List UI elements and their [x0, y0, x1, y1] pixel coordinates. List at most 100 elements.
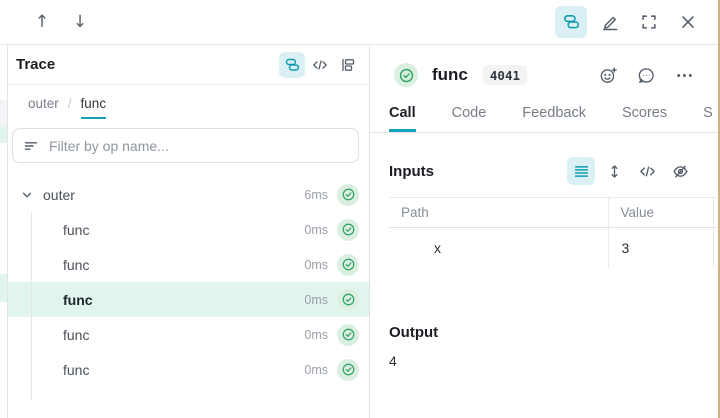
op-name-label: func [63, 221, 90, 238]
column-edge [712, 197, 716, 228]
call-tabs: Call Code Feedback Scores S [370, 99, 720, 133]
tree-view-button[interactable] [279, 51, 305, 78]
duration-label: 0ms [304, 327, 328, 342]
fullscreen-button[interactable] [633, 6, 665, 38]
tree-row-func[interactable]: func 0ms [8, 317, 369, 352]
previous-call-button[interactable]: ↑ [30, 8, 54, 36]
trace-panel: Trace [8, 45, 370, 418]
call-id-badge[interactable]: 4041 [482, 65, 527, 85]
call-actions-group [594, 61, 702, 89]
trace-panel-header: Trace [8, 45, 369, 85]
filter-icon [23, 138, 39, 154]
duration-label: 0ms [304, 292, 328, 307]
toggle-trace-tree-button[interactable] [555, 6, 587, 38]
call-detail-panel: func 4041 [370, 45, 720, 418]
inputs-title: Inputs [389, 162, 434, 180]
pencil-icon [601, 13, 619, 31]
trace-breadcrumb: outer / func [8, 85, 369, 119]
table-view-button[interactable] [567, 157, 595, 185]
close-icon [679, 13, 697, 31]
output-section: Output 4 [389, 324, 716, 369]
input-value-cell: 3 [607, 227, 713, 268]
success-status-icon [337, 323, 359, 346]
code-view-button[interactable] [307, 52, 333, 78]
tab-call[interactable]: Call [389, 99, 416, 132]
inputs-section-header: Inputs [389, 157, 694, 185]
fullscreen-icon [640, 13, 658, 31]
hide-values-button[interactable] [666, 157, 694, 185]
edit-button[interactable] [594, 6, 626, 38]
op-name-label: outer [43, 186, 75, 203]
code-json-button[interactable] [633, 157, 661, 185]
success-status-icon [337, 183, 359, 206]
duration-label: 6ms [304, 187, 328, 202]
trace-tree-icon [284, 57, 300, 73]
eye-off-icon [672, 163, 689, 180]
tree-row-func-selected[interactable]: func 0ms [8, 282, 369, 317]
column-header-path[interactable]: Path [389, 197, 608, 228]
inputs-table-row[interactable]: x 3 [389, 227, 716, 268]
tree-row-outer[interactable]: outer 6ms [8, 177, 369, 212]
input-path-cell: x [434, 239, 441, 256]
flame-graph-icon [340, 57, 356, 73]
chevron-down-icon[interactable] [20, 188, 34, 202]
duration-label: 0ms [304, 362, 328, 377]
inputs-table-header-row: Path Value [389, 197, 716, 228]
tree-row-func[interactable]: func 0ms [8, 352, 369, 401]
drawer-body: Trace [0, 45, 720, 418]
sliver-segment [0, 274, 7, 302]
drawer-actions-group [555, 6, 720, 38]
tree-row-func[interactable]: func 0ms [8, 247, 369, 282]
list-lines-icon [573, 163, 590, 180]
add-reaction-button[interactable] [594, 61, 622, 89]
next-call-button[interactable]: ↓ [68, 8, 92, 36]
call-nav-group: ↑ ↓ [0, 8, 92, 36]
trace-view-switcher [279, 51, 361, 78]
op-name-label: func [63, 256, 90, 273]
window-right-border [718, 0, 720, 418]
column-header-value[interactable]: Value [607, 197, 713, 228]
inputs-view-tools [567, 157, 694, 185]
success-status-icon [337, 218, 359, 241]
drawer-toolbar: ↑ ↓ [0, 0, 720, 45]
breadcrumb-separator: / [67, 96, 72, 111]
op-filter-box [12, 128, 359, 163]
duration-label: 0ms [304, 257, 328, 272]
success-status-icon [394, 63, 418, 87]
code-icon [639, 163, 656, 180]
sliver-segment [0, 100, 7, 127]
inputs-table: Path Value x 3 [389, 197, 716, 268]
call-tab-content: Inputs [370, 133, 720, 418]
tab-code[interactable]: Code [451, 105, 487, 121]
duration-label: 0ms [304, 222, 328, 237]
op-name-label: func [63, 326, 90, 343]
success-status-icon [337, 358, 359, 381]
expand-collapse-button[interactable] [600, 157, 628, 185]
op-name-label: func [63, 361, 90, 378]
breadcrumb-item-func[interactable]: func [80, 96, 107, 119]
comment-bubble-icon [637, 66, 656, 85]
success-status-icon [337, 288, 359, 311]
op-filter-input[interactable] [49, 137, 348, 154]
success-status-icon [337, 253, 359, 276]
ellipsis-icon [675, 66, 694, 85]
output-value: 4 [389, 352, 397, 369]
column-edge [712, 227, 716, 268]
call-title: func [432, 65, 468, 84]
tab-scores[interactable]: Scores [621, 105, 668, 121]
sliver-segment [0, 127, 7, 143]
flame-graph-view-button[interactable] [335, 52, 361, 78]
close-drawer-button[interactable] [672, 6, 704, 38]
tab-feedback[interactable]: Feedback [522, 105, 586, 121]
tree-row-func[interactable]: func 0ms [8, 212, 369, 247]
code-icon [312, 57, 328, 73]
trace-panel-title: Trace [16, 56, 56, 73]
tab-summary-truncated[interactable]: S [703, 105, 713, 121]
breadcrumb-item-outer[interactable]: outer [28, 96, 59, 111]
trace-tree-icon [562, 13, 580, 31]
output-title: Output [389, 323, 439, 341]
expand-vertical-icon [606, 163, 623, 180]
more-options-button[interactable] [670, 61, 698, 89]
comment-button[interactable] [632, 61, 660, 89]
call-header: func 4041 [370, 45, 720, 99]
